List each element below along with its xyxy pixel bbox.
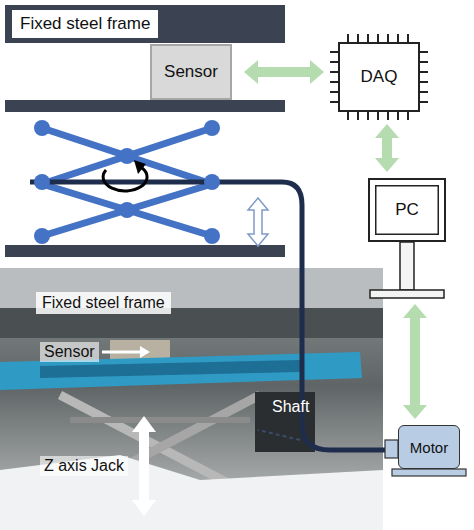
node-text: Fixed steel frame: [11, 9, 159, 39]
node-text: PC: [395, 200, 419, 220]
sensor-box: Sensor: [150, 44, 232, 100]
node-text: Motor: [410, 439, 448, 456]
signal-arrow: [403, 304, 427, 419]
upper-plate: [5, 100, 285, 112]
frame-bar: Fixed steel frame: [5, 5, 285, 43]
pc-monitor: PC: [368, 178, 446, 242]
lift-arrow: [248, 198, 268, 246]
photo-label: Fixed steel frame: [36, 292, 171, 314]
photo-label: Shaft: [272, 398, 309, 416]
photo-label: Z axis Jack: [40, 456, 128, 476]
motor-box: Motor: [398, 425, 460, 469]
monitor-base: [370, 290, 444, 298]
chip-pins: [330, 34, 428, 120]
signal-arrow: [244, 60, 324, 84]
photo: [0, 268, 383, 530]
rotation-arrowhead: [134, 160, 146, 174]
motor-shaft-hub: [385, 440, 398, 458]
signal-arrow: [375, 124, 399, 172]
daq-chip: DAQ: [338, 42, 420, 112]
shaft-line: [30, 182, 400, 450]
pivot: [204, 174, 220, 190]
motor-base: [392, 469, 466, 476]
leader-line: [258, 430, 300, 440]
pivot: [34, 174, 50, 190]
rotation-arrow: [103, 168, 147, 191]
monitor-stand: [400, 242, 414, 290]
photo-label: Sensor: [40, 342, 99, 362]
node-text: DAQ: [361, 67, 398, 87]
base-plate: [5, 245, 285, 257]
node-text: Sensor: [164, 62, 218, 82]
